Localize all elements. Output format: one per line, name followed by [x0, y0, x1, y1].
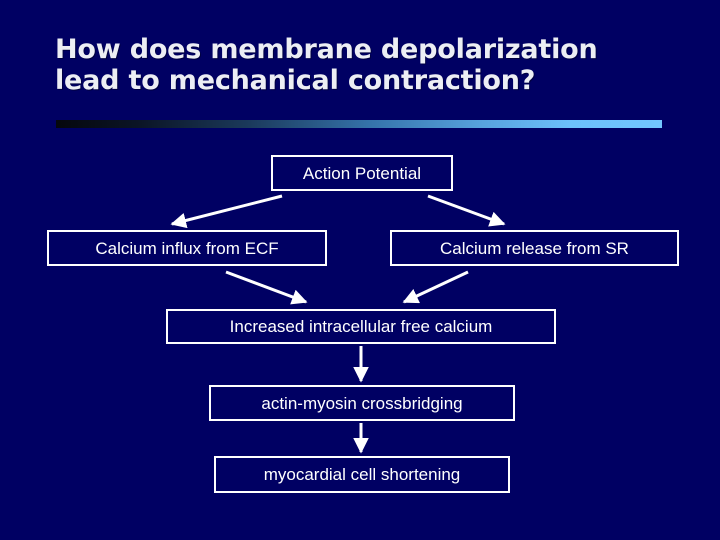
title-block: How does membrane depolarization lead to… — [55, 34, 675, 96]
flow-box-label: actin-myosin crossbridging — [261, 393, 463, 413]
flow-box-label: Calcium influx from ECF — [95, 238, 279, 258]
flow-box-label: myocardial cell shortening — [263, 465, 461, 484]
title-divider-bar — [56, 120, 662, 128]
arrow-calcium-influx-to-increased-calcium — [225, 270, 308, 305]
flow-box-increased-calcium: Increased intracellular free calcium — [166, 309, 556, 344]
flow-box-label: Action Potential — [302, 163, 422, 183]
flow-box-label: Calcium release from SR — [440, 238, 629, 258]
arrow-calcium-release-to-increased-calcium — [402, 270, 469, 304]
flow-box-action-potential: Action Potential — [271, 155, 453, 191]
flow-box-calcium-influx: Calcium influx from ECF — [47, 230, 327, 266]
flow-box-label: Increased intracellular free calcium — [229, 317, 493, 336]
page-title: How does membrane depolarization lead to… — [55, 34, 598, 96]
flow-box-crossbridging: actin-myosin crossbridging — [209, 385, 515, 421]
flow-box-shortening: myocardial cell shortening — [214, 456, 510, 493]
flow-box-calcium-release: Calcium release from SR — [390, 230, 679, 266]
arrow-action-potential-to-calcium-release — [427, 194, 506, 227]
arrow-action-potential-to-calcium-influx — [170, 194, 283, 229]
